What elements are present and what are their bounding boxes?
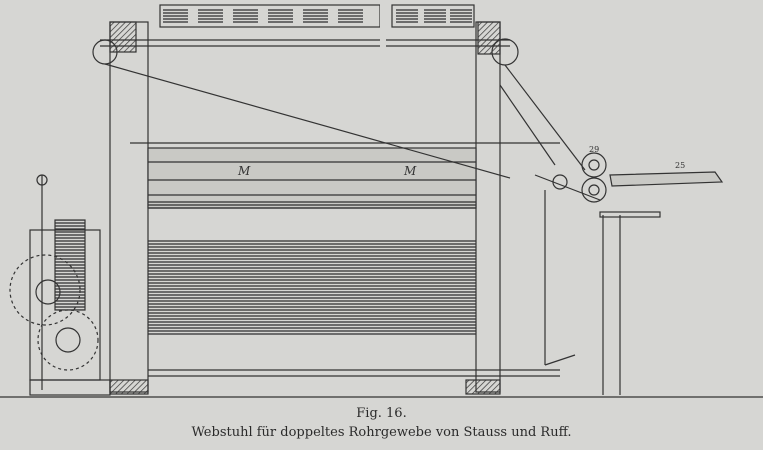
drive-gearing (9, 174, 111, 396)
cylinder-mark-2: M (403, 164, 417, 178)
cloth-roll (148, 240, 476, 335)
part-label-25: 25 (675, 161, 685, 170)
part-label-29: 29 (589, 145, 599, 154)
left-frame-post (109, 21, 149, 393)
bobbin-rack (159, 4, 475, 28)
loom-engraving: 29 25 M M (0, 4, 763, 398)
figure-caption: Webstuhl für doppeltes Rohrgewebe von St… (191, 425, 572, 440)
reed-beam (147, 147, 477, 209)
right-frame-post (475, 21, 501, 393)
take-up-mechanism (534, 152, 724, 395)
figure-number: Fig. 16. (356, 406, 407, 421)
cylinder-mark-1: M (237, 164, 251, 178)
